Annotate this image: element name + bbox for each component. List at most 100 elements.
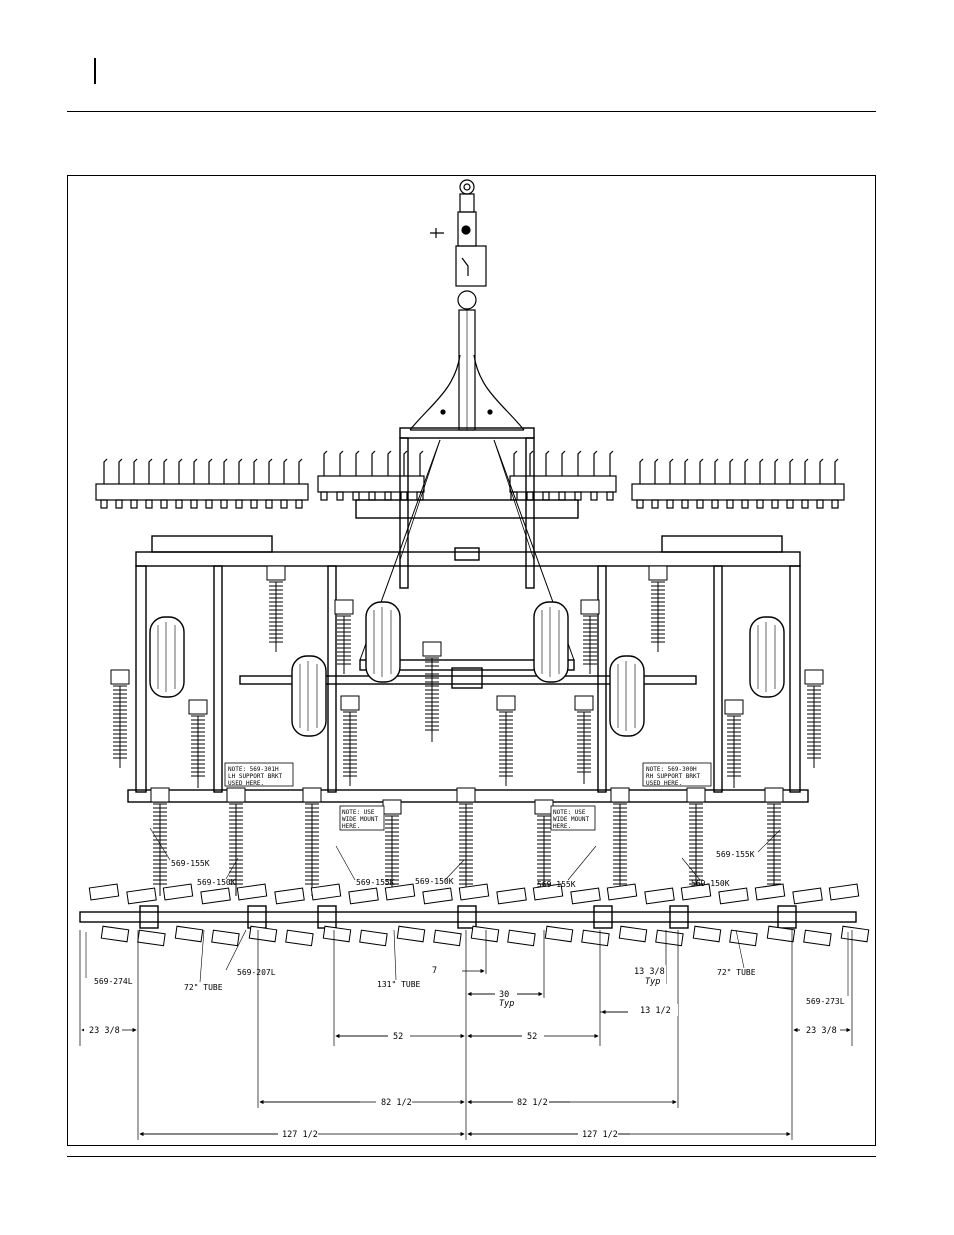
label-569-155k-left: 569-155K bbox=[171, 859, 210, 868]
label-569-150k-left: 569-150K bbox=[197, 878, 236, 887]
coulter-blade-upper bbox=[236, 883, 268, 901]
label-131-tube: 131" TUBE bbox=[377, 980, 421, 989]
label-72-tube-right: 72" TUBE bbox=[717, 968, 756, 977]
coulter-blade-upper bbox=[458, 883, 490, 901]
note-wide-left-line1: NOTE: USE bbox=[342, 809, 375, 816]
gang-teeth bbox=[100, 450, 839, 509]
coulter-blade-upper bbox=[680, 883, 712, 901]
coulter-blade-lower bbox=[248, 925, 278, 943]
coulter-blade-upper bbox=[496, 887, 527, 905]
gang-tooth bbox=[577, 450, 582, 476]
gang-tooth bbox=[193, 458, 198, 484]
coulter-blade-lower bbox=[285, 929, 314, 947]
coulter-blade-lower bbox=[174, 925, 204, 943]
gang-tooth bbox=[403, 450, 408, 476]
label-569-150k-right: 569-150K bbox=[691, 879, 730, 888]
rear-coulter-blades bbox=[88, 883, 870, 947]
dimension-text-backgrounds bbox=[84, 963, 840, 1138]
coulter-blade-lower bbox=[692, 925, 722, 943]
gang-tooth bbox=[133, 458, 138, 484]
note-left-line1: NOTE: 569-301H bbox=[228, 766, 279, 773]
coulter-blade-lower bbox=[470, 925, 500, 943]
coulter-blade-lower bbox=[729, 929, 758, 947]
dim-82-1-2-right: 82 1/2 bbox=[517, 1098, 548, 1108]
dim-13-3-8: 13 3/8 bbox=[634, 967, 665, 977]
coulter-blade-lower bbox=[507, 929, 536, 947]
gang-tooth-mount bbox=[590, 491, 598, 501]
gang-tooth-mount bbox=[250, 499, 258, 509]
coulter-blade-lower bbox=[137, 929, 166, 947]
shank-clamp bbox=[764, 787, 784, 803]
gang-tooth-mount bbox=[100, 499, 108, 509]
note-wide-left-line3: HERE. bbox=[342, 823, 360, 830]
shank-clamp bbox=[226, 787, 246, 803]
coulter-blade-lower bbox=[433, 929, 462, 947]
gang-tooth bbox=[744, 458, 749, 484]
shank-clamp bbox=[724, 699, 744, 715]
dim-13-1-2: 13 1/2 bbox=[640, 1006, 671, 1016]
note-wide-left-line2: WIDE MOUNT bbox=[342, 816, 379, 823]
gang-tooth bbox=[593, 450, 598, 476]
gang-tooth bbox=[208, 458, 213, 484]
gang-tooth-mount bbox=[771, 499, 779, 509]
shank-clamp bbox=[534, 799, 554, 815]
gang-tooth bbox=[609, 450, 614, 476]
gang-tooth bbox=[729, 458, 734, 484]
gang-tooth-mount bbox=[160, 499, 168, 509]
coulter-blade-lower bbox=[618, 925, 648, 943]
gang-tooth-mount bbox=[801, 499, 809, 509]
dim-30-typ: Typ bbox=[499, 999, 514, 1009]
gang-tooth-mount bbox=[558, 491, 566, 501]
shank-assemblies bbox=[110, 565, 824, 896]
coulter-blade-upper bbox=[274, 887, 305, 905]
figure-frame bbox=[67, 175, 876, 1146]
shank-clamp bbox=[110, 669, 130, 685]
coulter-blade-upper bbox=[384, 883, 416, 901]
gang-tooth bbox=[355, 450, 360, 476]
header-rule bbox=[67, 111, 876, 112]
shank-clamp bbox=[340, 695, 360, 711]
label-569-155k-center-left: 569-155K bbox=[356, 878, 395, 887]
coulter-blade-upper bbox=[200, 887, 231, 905]
coulter-blade-lower bbox=[803, 929, 832, 947]
gang-tooth bbox=[178, 458, 183, 484]
gang-tooth-mount bbox=[190, 499, 198, 509]
coulter-blade-upper bbox=[162, 883, 194, 901]
gang-tooth bbox=[103, 458, 108, 484]
gang-tooth-mount bbox=[115, 499, 123, 509]
gang-tooth bbox=[669, 458, 674, 484]
label-569-155k-right: 569-155K bbox=[716, 850, 755, 859]
gang-tooth bbox=[545, 450, 550, 476]
note-wide-right-line1: NOTE: USE bbox=[553, 809, 586, 816]
gang-tooth-mount bbox=[235, 499, 243, 509]
gang-tooth-mount bbox=[526, 491, 534, 501]
gang-tooth-mount bbox=[786, 499, 794, 509]
gang-tooth-mount bbox=[726, 499, 734, 509]
dim-23-3-8-left: 23 3/8 bbox=[89, 1026, 120, 1036]
shank-clamp bbox=[496, 695, 516, 711]
dim-52-left: 52 bbox=[393, 1032, 403, 1042]
shank-clamp bbox=[610, 787, 630, 803]
gang-tooth bbox=[238, 458, 243, 484]
label-569-274l: 569-274L bbox=[94, 977, 133, 986]
gang-tooth bbox=[253, 458, 258, 484]
coulter-blade-lower bbox=[359, 929, 388, 947]
gang-tooth-mount bbox=[352, 491, 360, 501]
note-wide-right-line2: WIDE MOUNT bbox=[553, 816, 590, 823]
coulter-blade-upper bbox=[644, 887, 675, 905]
coulter-blade-upper bbox=[310, 883, 342, 901]
coulter-blade-lower bbox=[544, 925, 574, 943]
gang-tooth-mount bbox=[711, 499, 719, 509]
shank-clamp bbox=[188, 699, 208, 715]
label-72-tube-left: 72" TUBE bbox=[184, 983, 223, 992]
gang-tooth bbox=[529, 450, 534, 476]
dimension-lines bbox=[79, 930, 853, 1140]
coulter-blade-lower bbox=[581, 929, 610, 947]
gang-tooth-mount bbox=[651, 499, 659, 509]
coulter-blade-lower bbox=[655, 929, 684, 947]
gang-tooth bbox=[323, 450, 328, 476]
gang-tooth-mount bbox=[145, 499, 153, 509]
gang-tooth-mount bbox=[696, 499, 704, 509]
gang-tooth bbox=[223, 458, 228, 484]
